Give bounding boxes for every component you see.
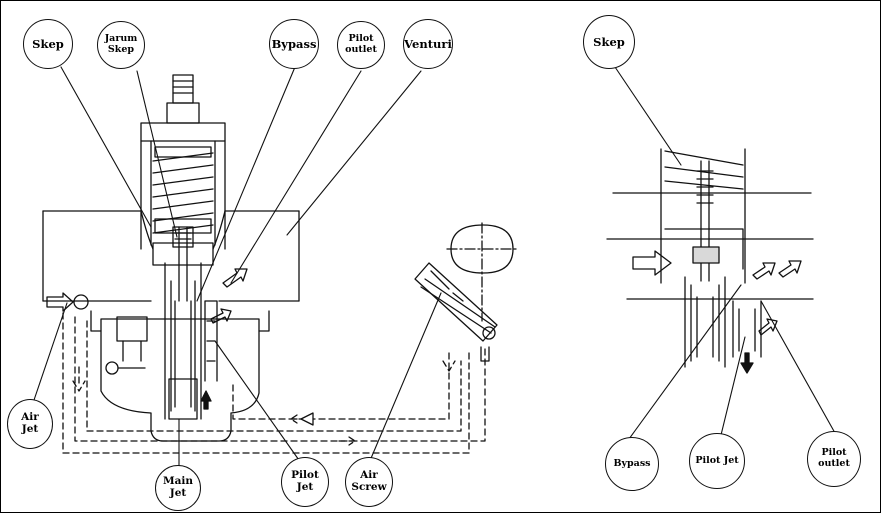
right-outlet-arrows xyxy=(752,260,802,336)
callout-pilot-jet-right: Pilot Jet xyxy=(689,433,745,489)
left-carburetor-section xyxy=(42,74,518,454)
callout-jarum-skep: Jarum Skep xyxy=(97,21,145,69)
callout-main-jet: Main Jet xyxy=(155,465,201,511)
left-leader-lines xyxy=(32,66,442,472)
passage-arrow xyxy=(300,412,314,426)
callout-bypass-right: Bypass xyxy=(605,437,659,491)
slide-chamber xyxy=(140,140,226,250)
callout-pilot-outlet-right: Pilot outlet xyxy=(807,431,861,487)
float-bowl-body xyxy=(90,262,270,442)
jet-needle xyxy=(172,226,194,302)
right-needle xyxy=(692,160,720,282)
throttle-adjuster xyxy=(140,74,226,142)
right-jet-column xyxy=(684,276,762,374)
right-inflow-arrow xyxy=(632,250,672,276)
air-passages xyxy=(62,312,486,454)
callout-pilot-outlet-left: Pilot outlet xyxy=(337,21,385,69)
air-inlet-arrow xyxy=(46,292,89,312)
callout-bypass-left: Bypass xyxy=(269,19,319,69)
pilot-outlet-arrows xyxy=(210,268,248,324)
callout-skep-right: Skep xyxy=(583,15,635,69)
callout-pilot-jet-left: Pilot Jet xyxy=(281,457,329,507)
right-leader-lines xyxy=(614,66,836,440)
right-pilot-section xyxy=(606,148,814,374)
venturi-tube xyxy=(42,210,300,302)
callout-venturi: Venturi xyxy=(403,19,453,69)
callout-skep-left: Skep xyxy=(23,19,73,69)
callout-air-jet: Air Jet xyxy=(7,399,53,449)
callout-air-screw: Air Screw xyxy=(345,457,393,507)
air-screw-assembly xyxy=(414,222,518,362)
